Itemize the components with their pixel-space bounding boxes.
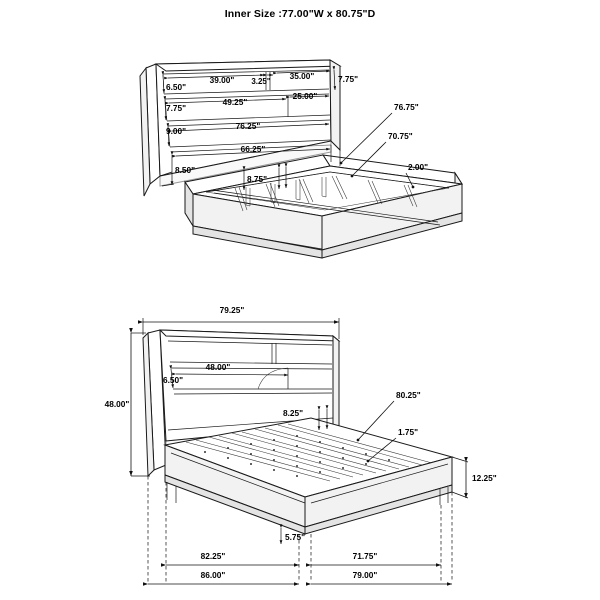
dim-label-hb-lower-shelf-height: 9.00" bbox=[166, 126, 186, 136]
platform-base-top-view bbox=[184, 154, 464, 259]
dim-label-headboard-overall-width: 79.25" bbox=[220, 305, 245, 315]
dim-label-hb-shelf-opening-depth: 6.50" bbox=[163, 375, 183, 385]
bottom-view-dimension-labels: 79.25" 48.00" 48.00" 6.50" 8.25" 80.25" … bbox=[105, 305, 497, 580]
dim-label-hb-shelf-opening-width: 48.00" bbox=[206, 362, 231, 372]
dim-label-hb-mid-shelf-width: 49.25" bbox=[223, 97, 248, 107]
dim-label-platform-height: 12.25" bbox=[472, 473, 497, 483]
dim-label-hb-base-height: 8.50" bbox=[175, 165, 195, 175]
dim-label-hb-panel-width: 66.25" bbox=[241, 144, 266, 154]
dim-label-chain-upper-right: 71.75" bbox=[353, 551, 378, 561]
dim-label-hb-leg-clearance: 8.25" bbox=[283, 408, 303, 418]
top-view-dimension-labels: 6.50" 39.00" 3.25" 35.00" 7.75" 7.75" 49… bbox=[166, 71, 428, 184]
dim-label-hb-top-shelf-right-width: 35.00" bbox=[290, 71, 315, 81]
dim-label-slat-support-height: 8.75" bbox=[247, 174, 267, 184]
bottom-view-bed-illustration: 79.25" 48.00" 48.00" 6.50" 8.25" 80.25" … bbox=[105, 305, 497, 586]
dim-label-hb-left-shelf-depth: 6.50" bbox=[166, 82, 186, 92]
dim-label-hb-top-shelf-left-width: 39.00" bbox=[210, 75, 235, 85]
dim-label-rail-inner-length: 76.75" bbox=[394, 102, 419, 112]
page-title: Inner Size :77.00"W x 80.75"D bbox=[224, 8, 376, 20]
dim-label-rail-thickness: 2.00" bbox=[408, 162, 428, 172]
dim-label-hb-mid-shelf-left-height: 7.75" bbox=[166, 103, 186, 113]
headboard-left-post-top-view bbox=[139, 63, 161, 197]
dim-label-platform-inner-length: 80.25" bbox=[396, 390, 421, 400]
dim-label-headboard-overall-height: 48.00" bbox=[105, 399, 130, 409]
slat-deck-top-view bbox=[205, 171, 450, 226]
dim-label-hb-right-compartment: 25.00" bbox=[293, 91, 318, 101]
platform-slat-deck-bottom-view bbox=[163, 417, 454, 535]
dim-label-rail-slat-span: 70.75" bbox=[388, 131, 413, 141]
dim-label-slat-thickness: 1.75" bbox=[398, 427, 418, 437]
dim-label-chain-upper-left: 82.25" bbox=[201, 551, 226, 561]
dim-label-footboard-rail-height: 5.75" bbox=[285, 532, 305, 542]
bottom-view-dimension-lines bbox=[129, 318, 469, 586]
dim-label-chain-lower-right: 79.00" bbox=[353, 570, 378, 580]
dim-label-hb-top-shelf-gap: 3.25" bbox=[251, 77, 271, 86]
dim-label-hb-lower-shelf-width: 76.25" bbox=[236, 121, 261, 131]
top-view-bed-illustration: 6.50" 39.00" 3.25" 35.00" 7.75" 7.75" 49… bbox=[139, 59, 464, 259]
dim-label-hb-right-side-height: 7.75" bbox=[338, 74, 358, 84]
dim-label-chain-lower-left: 86.00" bbox=[201, 570, 226, 580]
top-view-dimension-lines bbox=[159, 66, 415, 191]
